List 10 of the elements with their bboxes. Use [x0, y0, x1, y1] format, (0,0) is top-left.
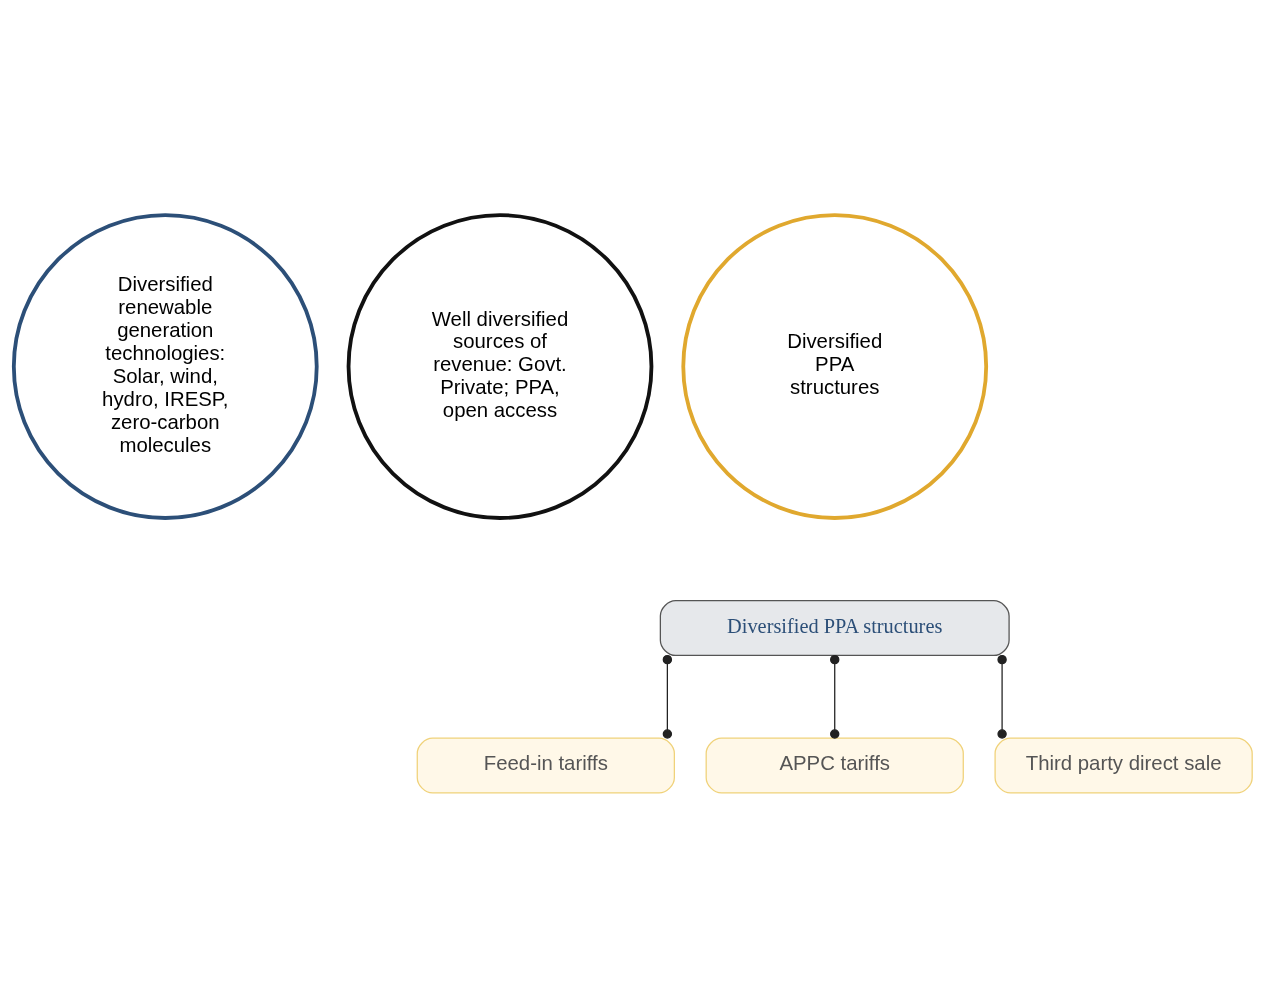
- connector: [997, 654, 1007, 739]
- node-circle: Well diversified sources of revenue: Govt. Private; PPA, open access: [346, 212, 654, 520]
- node-circle: Diversified PPA structures: [681, 212, 989, 520]
- node-box: Diversified PPA structures: [659, 599, 1010, 656]
- connector: [830, 654, 840, 739]
- node-box: Feed-in tariffs: [416, 737, 675, 794]
- node-box: Third party direct sale: [994, 737, 1253, 794]
- node-box: APPC tariffs: [705, 737, 964, 794]
- node-circle: Diversified renewable generation technologies: Solar, wind, hydro, IRESP, zero-carbon molecules: [11, 212, 319, 520]
- connector: [662, 654, 673, 739]
